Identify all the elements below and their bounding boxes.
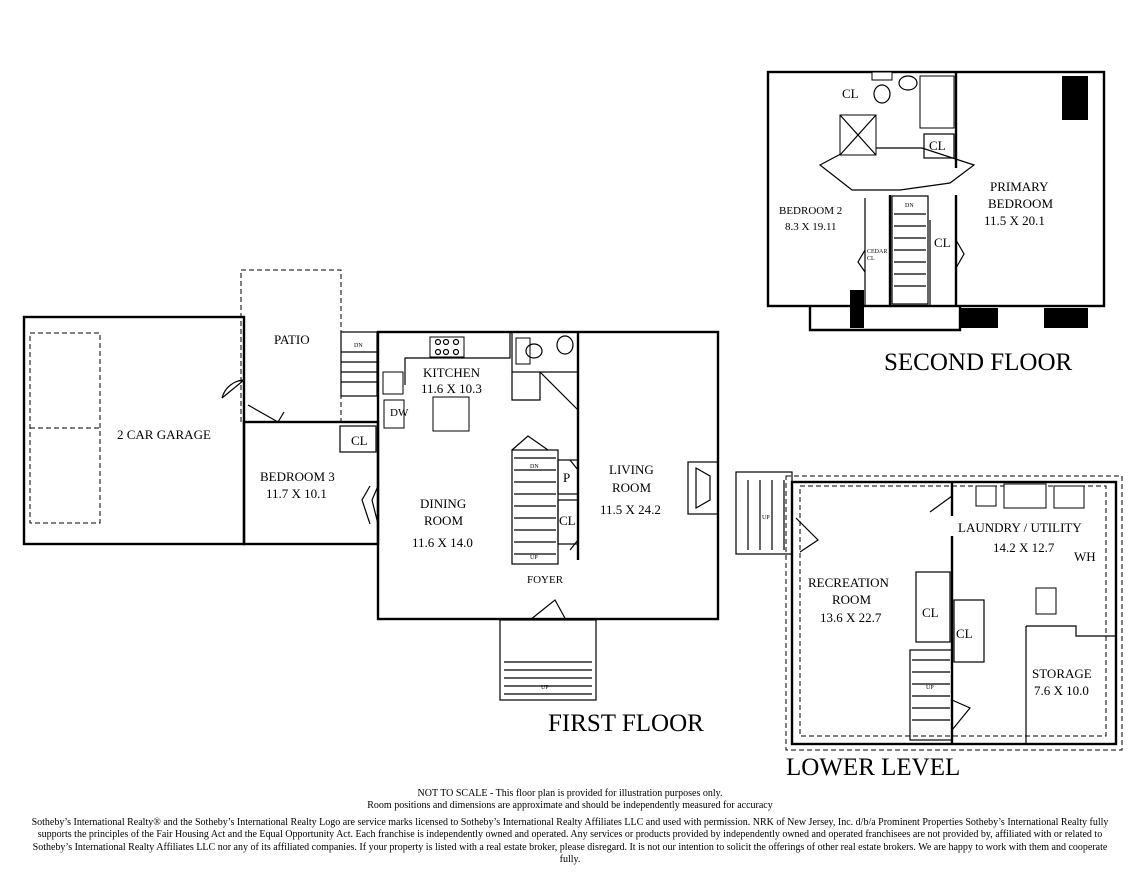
garage-label: 2 CAR GARAGE	[117, 427, 211, 442]
pantry-label: P	[563, 470, 570, 485]
legal-notice: Sotheby’s International Realty® and the …	[31, 816, 1109, 866]
patio-label: PATIO	[274, 332, 310, 347]
primary-label-2: BEDROOM	[988, 196, 1053, 211]
bedroom3-label: BEDROOM 3	[260, 469, 335, 484]
stairs-down-second: DN	[905, 203, 914, 209]
closet-label-hall: CL	[929, 138, 946, 153]
closet-label-bedroom3: CL	[351, 433, 368, 448]
stairs-down-patio: DN	[354, 343, 363, 349]
primary-label-1: PRIMARY	[990, 179, 1049, 194]
cedar-closet-label-1: CEDAR	[867, 249, 887, 255]
stairs-up-lower: UP	[926, 685, 934, 691]
bedroom3-size: 11.7 X 10.1	[266, 486, 327, 501]
disclaimer-line-2: Room positions and dimensions are approx…	[367, 800, 773, 812]
stairs-up-outside: UP	[762, 515, 770, 521]
disclaimer-line-1: NOT TO SCALE - This floor plan is provid…	[417, 788, 723, 799]
first-floor-title: FIRST FLOOR	[548, 710, 704, 737]
disclaimer-block: NOT TO SCALE - This floor plan is provid…	[0, 788, 1140, 866]
laundry-label: LAUNDRY / UTILITY	[958, 520, 1082, 535]
recreation-size: 13.6 X 22.7	[820, 610, 882, 625]
closet-label-bath: CL	[842, 86, 859, 101]
second-floor-title: SECOND FLOOR	[884, 349, 1073, 376]
cedar-closet-label-2: CL	[867, 256, 875, 262]
kitchen-size: 11.6 X 10.3	[421, 381, 482, 396]
water-heater-label: WH	[1074, 549, 1096, 564]
second-floor-plan	[766, 70, 1106, 332]
storage-label: STORAGE	[1032, 666, 1092, 681]
storage-size: 7.6 X 10.0	[1034, 683, 1089, 698]
laundry-size: 14.2 X 12.7	[993, 540, 1055, 555]
dining-size: 11.6 X 14.0	[412, 535, 473, 550]
bedroom2-size: 8.3 X 19.11	[785, 221, 837, 233]
stairs-up-foyer: UP	[530, 555, 538, 561]
stairs-up-front: UP	[541, 685, 549, 691]
primary-size: 11.5 X 20.1	[984, 213, 1045, 228]
stairs-down-foyer: DN	[530, 464, 539, 470]
closet-label-foyer: CL	[559, 513, 576, 528]
recreation-label-2: ROOM	[832, 592, 871, 607]
first-floor-plan	[22, 269, 720, 701]
bedroom2-label: BEDROOM 2	[779, 205, 842, 217]
living-label-1: LIVING	[609, 462, 654, 477]
lower-level-plan	[735, 471, 1123, 751]
dining-label-1: DINING	[420, 496, 466, 511]
living-label-2: ROOM	[612, 480, 651, 495]
closet-label-primary: CL	[934, 235, 951, 250]
closet-label-lower-1: CL	[922, 605, 939, 620]
dining-label-2: ROOM	[424, 513, 463, 528]
dishwasher-label: DW	[390, 407, 409, 419]
kitchen-label: KITCHEN	[423, 365, 481, 380]
living-size: 11.5 X 24.2	[600, 502, 661, 517]
foyer-label: FOYER	[527, 574, 564, 586]
closet-label-lower-2: CL	[956, 626, 973, 641]
lower-level-title: LOWER LEVEL	[786, 754, 960, 781]
recreation-label-1: RECREATION	[808, 575, 890, 590]
